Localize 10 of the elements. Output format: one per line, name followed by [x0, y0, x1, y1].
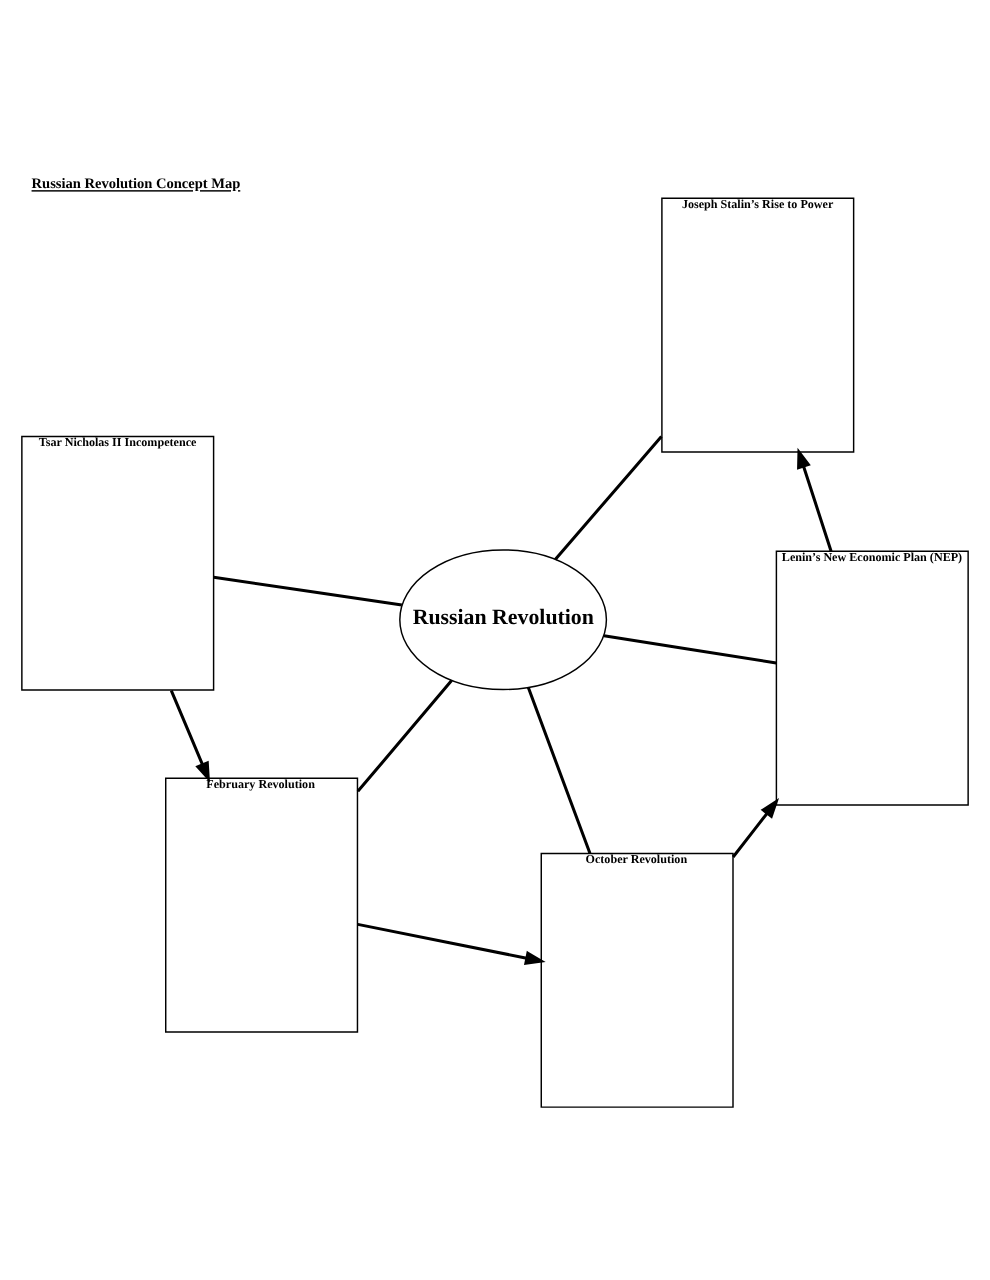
connector	[356, 679, 453, 793]
node-ellipse: Russian Revolution	[399, 549, 608, 691]
arrow	[797, 447, 833, 552]
connector	[603, 634, 777, 665]
arrow	[169, 689, 210, 783]
arrow	[357, 922, 546, 966]
connector	[526, 687, 592, 854]
connector	[213, 575, 403, 607]
arrow	[731, 797, 780, 858]
connector	[554, 435, 663, 561]
